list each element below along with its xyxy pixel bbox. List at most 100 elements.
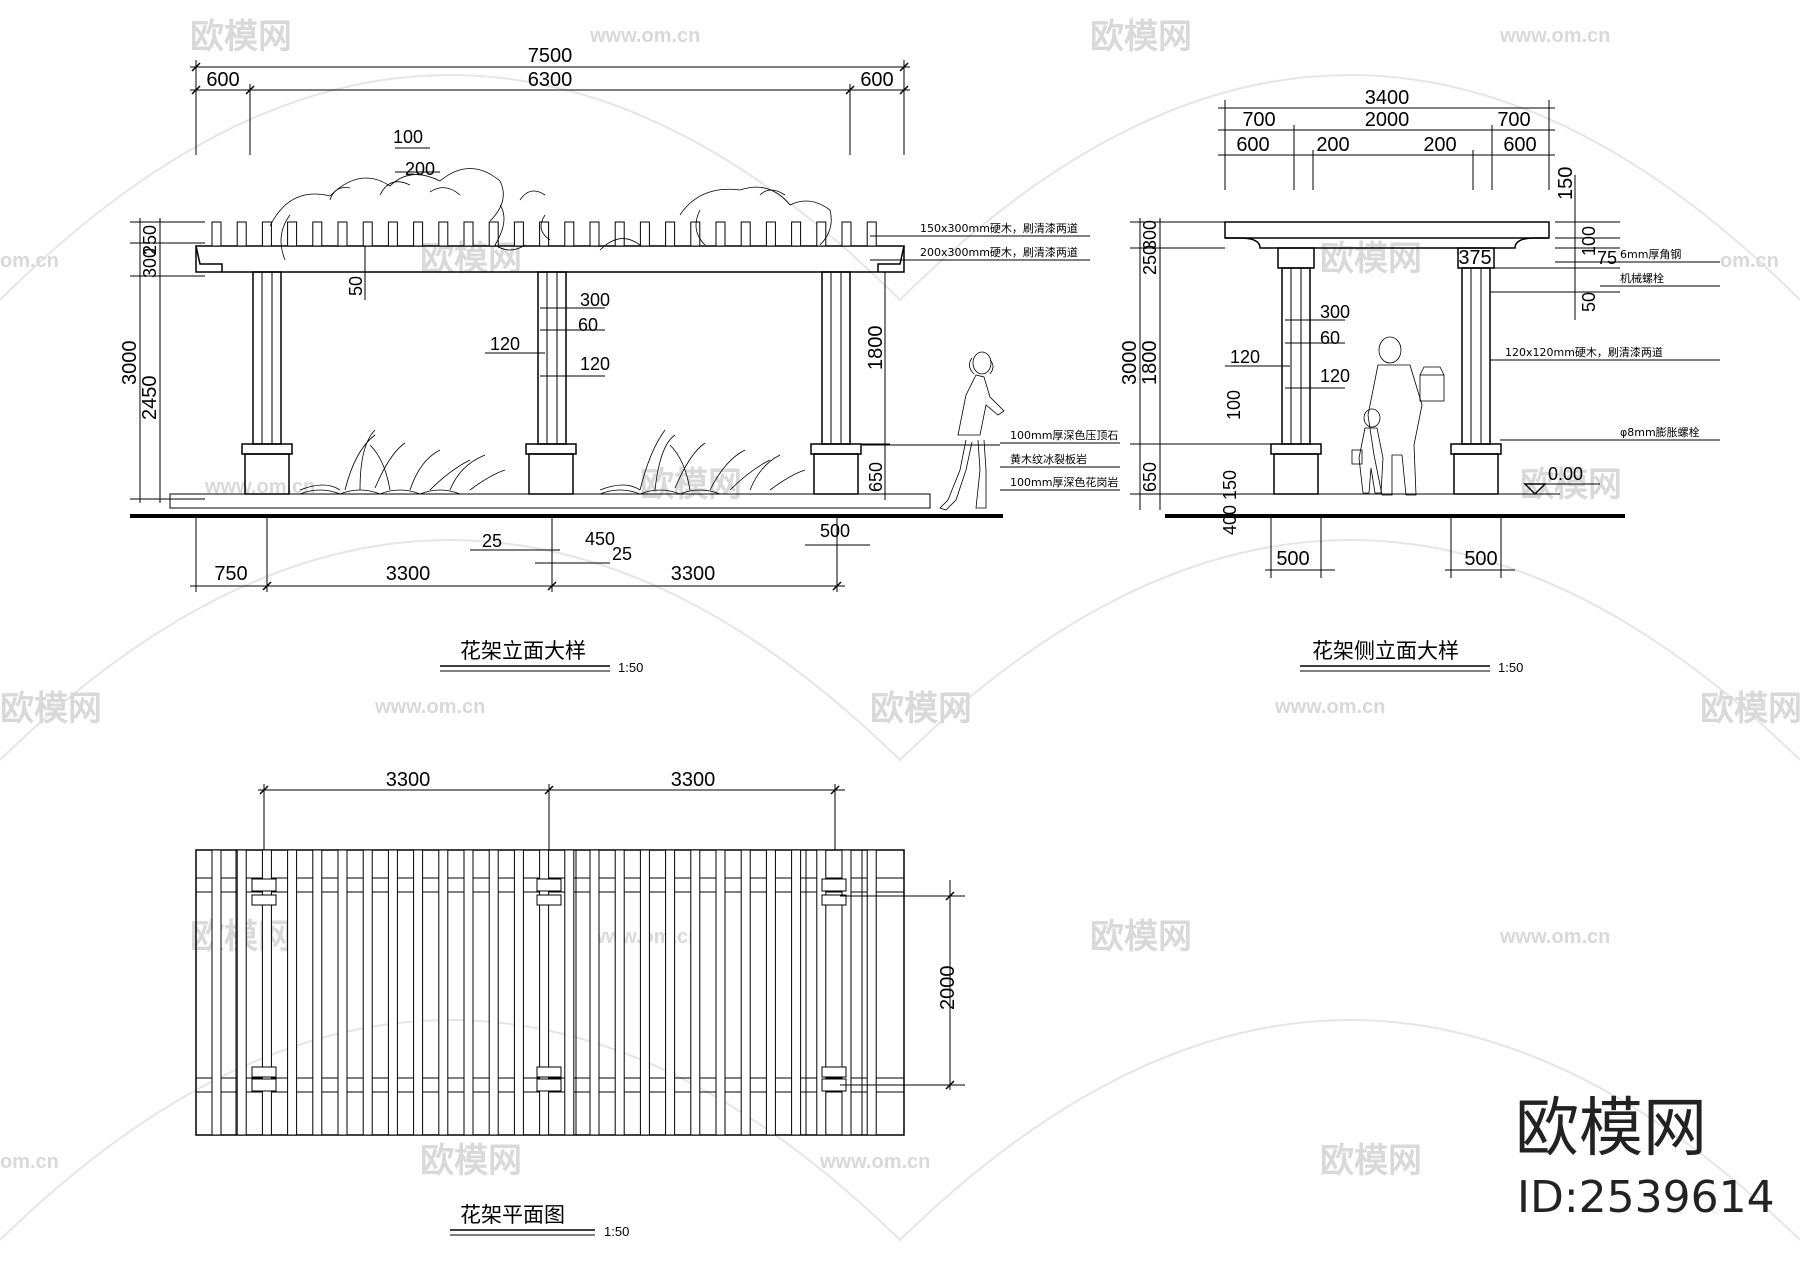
plan-scale: 1:50 bbox=[604, 1224, 629, 1239]
plan-rafter bbox=[564, 849, 575, 1136]
side-dims-top: 3400 700 2000 700 600 200 200 600 bbox=[1218, 87, 1555, 190]
rafter bbox=[841, 221, 852, 247]
side-dim-col-60: 60 bbox=[1320, 328, 1340, 348]
watermark-brand: 欧模网 bbox=[1320, 239, 1422, 279]
side-dim-50: 50 bbox=[1579, 292, 1599, 312]
plan-rafter bbox=[614, 849, 625, 1136]
vine-foliage bbox=[269, 168, 832, 261]
rafters bbox=[211, 221, 877, 247]
plan-rafter bbox=[287, 849, 298, 1136]
plan-view: 3300 3300 bbox=[195, 769, 965, 1239]
front-column-dims: 300 60 120 120 bbox=[485, 290, 610, 377]
dim-3300-right: 3300 bbox=[671, 563, 716, 585]
dim-300: 300 bbox=[140, 248, 160, 278]
rafter bbox=[564, 221, 575, 247]
rafter bbox=[791, 221, 802, 247]
note-expansion-bolt: φ8mm膨胀螺栓 bbox=[1620, 425, 1700, 439]
plan-rafter bbox=[589, 849, 600, 1136]
side-dim-300: 300 bbox=[1140, 220, 1160, 250]
watermark-brand: 欧模网 bbox=[1090, 17, 1192, 57]
side-dim-col-300: 300 bbox=[1320, 302, 1350, 322]
note-angle-steel: 6mm厚角钢 bbox=[1620, 248, 1681, 261]
rafter bbox=[463, 221, 474, 247]
rafter bbox=[261, 221, 272, 247]
dim-2450: 2450 bbox=[139, 376, 161, 421]
note-granite-base: 100mm厚深色花岗岩 bbox=[1010, 475, 1118, 489]
watermark-brand: 欧模网 bbox=[190, 17, 292, 57]
front-elevation-scale: 1:50 bbox=[618, 660, 643, 675]
dim-1800: 1800 bbox=[865, 326, 887, 371]
rafter bbox=[236, 221, 247, 247]
rafter bbox=[614, 221, 625, 247]
plan-rafter bbox=[312, 849, 323, 1136]
plan-rafter bbox=[841, 849, 852, 1136]
front-title-block: 花架立面大样 1:50 bbox=[440, 639, 643, 675]
note-timber-post: 120x120mm硬木，刷清漆两道 bbox=[1505, 345, 1663, 359]
brand-block: 欧模网 ID:2539614 bbox=[1515, 1092, 1775, 1223]
rafter bbox=[488, 221, 499, 247]
side-dim-total: 3400 bbox=[1365, 87, 1410, 109]
plan-rafter bbox=[866, 849, 877, 1136]
note-slate-veneer: 黄木纹冰裂板岩 bbox=[1010, 452, 1087, 466]
dim-middle-span: 6300 bbox=[528, 69, 573, 91]
dim-650: 650 bbox=[866, 462, 886, 492]
plan-title-block: 花架平面图 1:50 bbox=[450, 1203, 629, 1239]
side-posts bbox=[1281, 267, 1491, 445]
plan-rafter bbox=[236, 849, 247, 1136]
rafter bbox=[866, 221, 877, 247]
dim-25: 25 bbox=[482, 531, 502, 551]
side-dim-col-120: 120 bbox=[1320, 366, 1350, 386]
dim-col-120: 120 bbox=[580, 354, 610, 374]
rafter bbox=[287, 221, 298, 247]
rafter bbox=[715, 221, 726, 247]
rafter bbox=[438, 221, 449, 247]
rafter bbox=[589, 221, 600, 247]
plan-rafter bbox=[665, 849, 676, 1136]
side-dims-right: 150 100 75 375 50 bbox=[1458, 167, 1620, 320]
front-dims-top: 7500 600 6300 600 bbox=[190, 45, 910, 155]
side-dim-700-left: 700 bbox=[1242, 109, 1275, 131]
side-dim-150: 150 bbox=[1555, 167, 1577, 200]
plan-rafter bbox=[816, 849, 827, 1136]
plan-rafter bbox=[690, 849, 701, 1136]
watermark-url: www.om.cn bbox=[1499, 25, 1610, 47]
side-dim-650: 650 bbox=[1140, 462, 1160, 492]
side-dim-100: 100 bbox=[1579, 226, 1599, 256]
side-dim-250: 250 bbox=[1140, 245, 1160, 275]
side-column-dims: 300 60 120 120 bbox=[1225, 302, 1350, 389]
rafter bbox=[387, 221, 398, 247]
watermark-brand: 欧模网 bbox=[1700, 689, 1800, 729]
side-dims-left: 250 300 3000 1800 100 650 150 400 bbox=[1119, 218, 1280, 535]
stone-piers bbox=[241, 443, 862, 495]
note-beam-top: 150x300mm硬木，刷清漆两道 bbox=[920, 221, 1078, 235]
human-figure-parent-child bbox=[1351, 336, 1445, 496]
note-mechanical-bolt: 机械螺栓 bbox=[1620, 271, 1664, 285]
plan-frame bbox=[195, 849, 905, 1136]
rafter bbox=[362, 221, 373, 247]
side-dim-375: 375 bbox=[1458, 247, 1491, 269]
side-title-block: 花架侧立面大样 1:50 bbox=[1300, 639, 1523, 675]
plan-rafter bbox=[463, 849, 474, 1136]
watermark-url: om.cn bbox=[0, 250, 59, 272]
rafter bbox=[765, 221, 776, 247]
pergola-beams bbox=[195, 221, 905, 273]
plan-rafters bbox=[211, 849, 877, 1136]
side-elevation: 3400 700 2000 700 600 200 200 600 bbox=[1119, 87, 1720, 675]
plan-rafter bbox=[740, 849, 751, 1136]
plan-title: 花架平面图 bbox=[460, 1203, 565, 1227]
watermark-brand: 欧模网 bbox=[420, 1141, 522, 1181]
human-figure-walking bbox=[939, 351, 1005, 511]
plan-dim-3300-right: 3300 bbox=[671, 769, 716, 791]
dim-3300-left: 3300 bbox=[386, 563, 431, 585]
rafter bbox=[639, 221, 650, 247]
watermark-brand: 欧模网 bbox=[870, 689, 972, 729]
watermark-brand: 欧模网 bbox=[1320, 1141, 1422, 1181]
watermark-url: om.cn bbox=[1720, 250, 1779, 272]
dim-25: 25 bbox=[612, 544, 632, 564]
rafter bbox=[539, 221, 550, 247]
dim-750: 750 bbox=[214, 563, 247, 585]
side-dim-2000: 2000 bbox=[1365, 109, 1410, 131]
plan-rafter bbox=[639, 849, 650, 1136]
watermark-layer: 欧模网 欧模网 www.om.cn www.om.cn om.cn 欧模网 欧模… bbox=[0, 17, 1800, 1242]
